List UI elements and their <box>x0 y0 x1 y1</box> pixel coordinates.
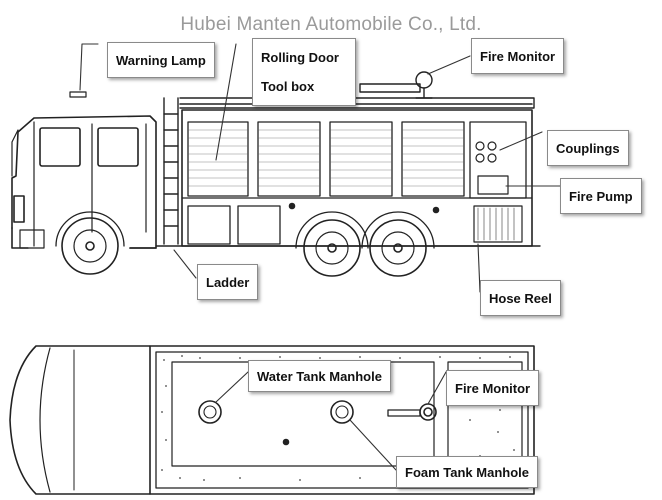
cab-outline <box>11 115 157 249</box>
ladder-shape <box>163 97 179 245</box>
foam-manhole-shape <box>330 400 354 424</box>
cab-top <box>9 345 151 495</box>
label-foam-tank-manhole: Foam Tank Manhole <box>396 456 538 488</box>
label-fire-monitor-top: Fire Monitor <box>446 370 540 406</box>
leader-lines <box>79 43 561 471</box>
watermark-text: Hubei Manten Automobile Co., Ltd. <box>180 14 482 35</box>
rolling-doors <box>187 121 465 197</box>
water-manhole-1 <box>198 400 222 424</box>
label-hose-reel: Hose Reel <box>480 280 561 316</box>
rear-wheel-1 <box>303 219 361 277</box>
pump-compartment <box>469 121 527 199</box>
label-fire-monitor-side: Fire Monitor <box>471 38 565 74</box>
warning-lamp-shape <box>69 91 87 98</box>
fire-pump-panel <box>477 175 509 195</box>
door-slats <box>188 129 464 187</box>
cab-window-front <box>39 127 81 167</box>
couplings-shape <box>475 141 497 163</box>
headlight <box>13 195 25 223</box>
label-couplings: Couplings <box>547 130 629 166</box>
label-tool-box: Tool box <box>261 79 315 94</box>
fire-monitor-top <box>387 403 437 421</box>
side-view <box>11 71 541 277</box>
front-wheel <box>61 217 119 275</box>
label-warning-lamp: Warning Lamp <box>107 42 215 78</box>
lower-toolbox-1 <box>187 205 231 245</box>
tank-top <box>155 351 529 489</box>
label-ladder: Ladder <box>197 264 259 300</box>
hose-reel-shape <box>473 205 523 243</box>
label-fire-pump: Fire Pump <box>560 178 642 214</box>
fire-monitor-roof <box>359 71 433 99</box>
label-rolling-door: Rolling Door <box>261 50 339 65</box>
lower-toolbox-2 <box>237 205 281 245</box>
label-water-tank-manhole: Water Tank Manhole <box>248 360 391 392</box>
rear-wheel-2 <box>369 219 427 277</box>
cab-window-rear <box>97 127 139 167</box>
label-rolling-door-toolbox: Rolling Door Tool box <box>252 38 356 106</box>
